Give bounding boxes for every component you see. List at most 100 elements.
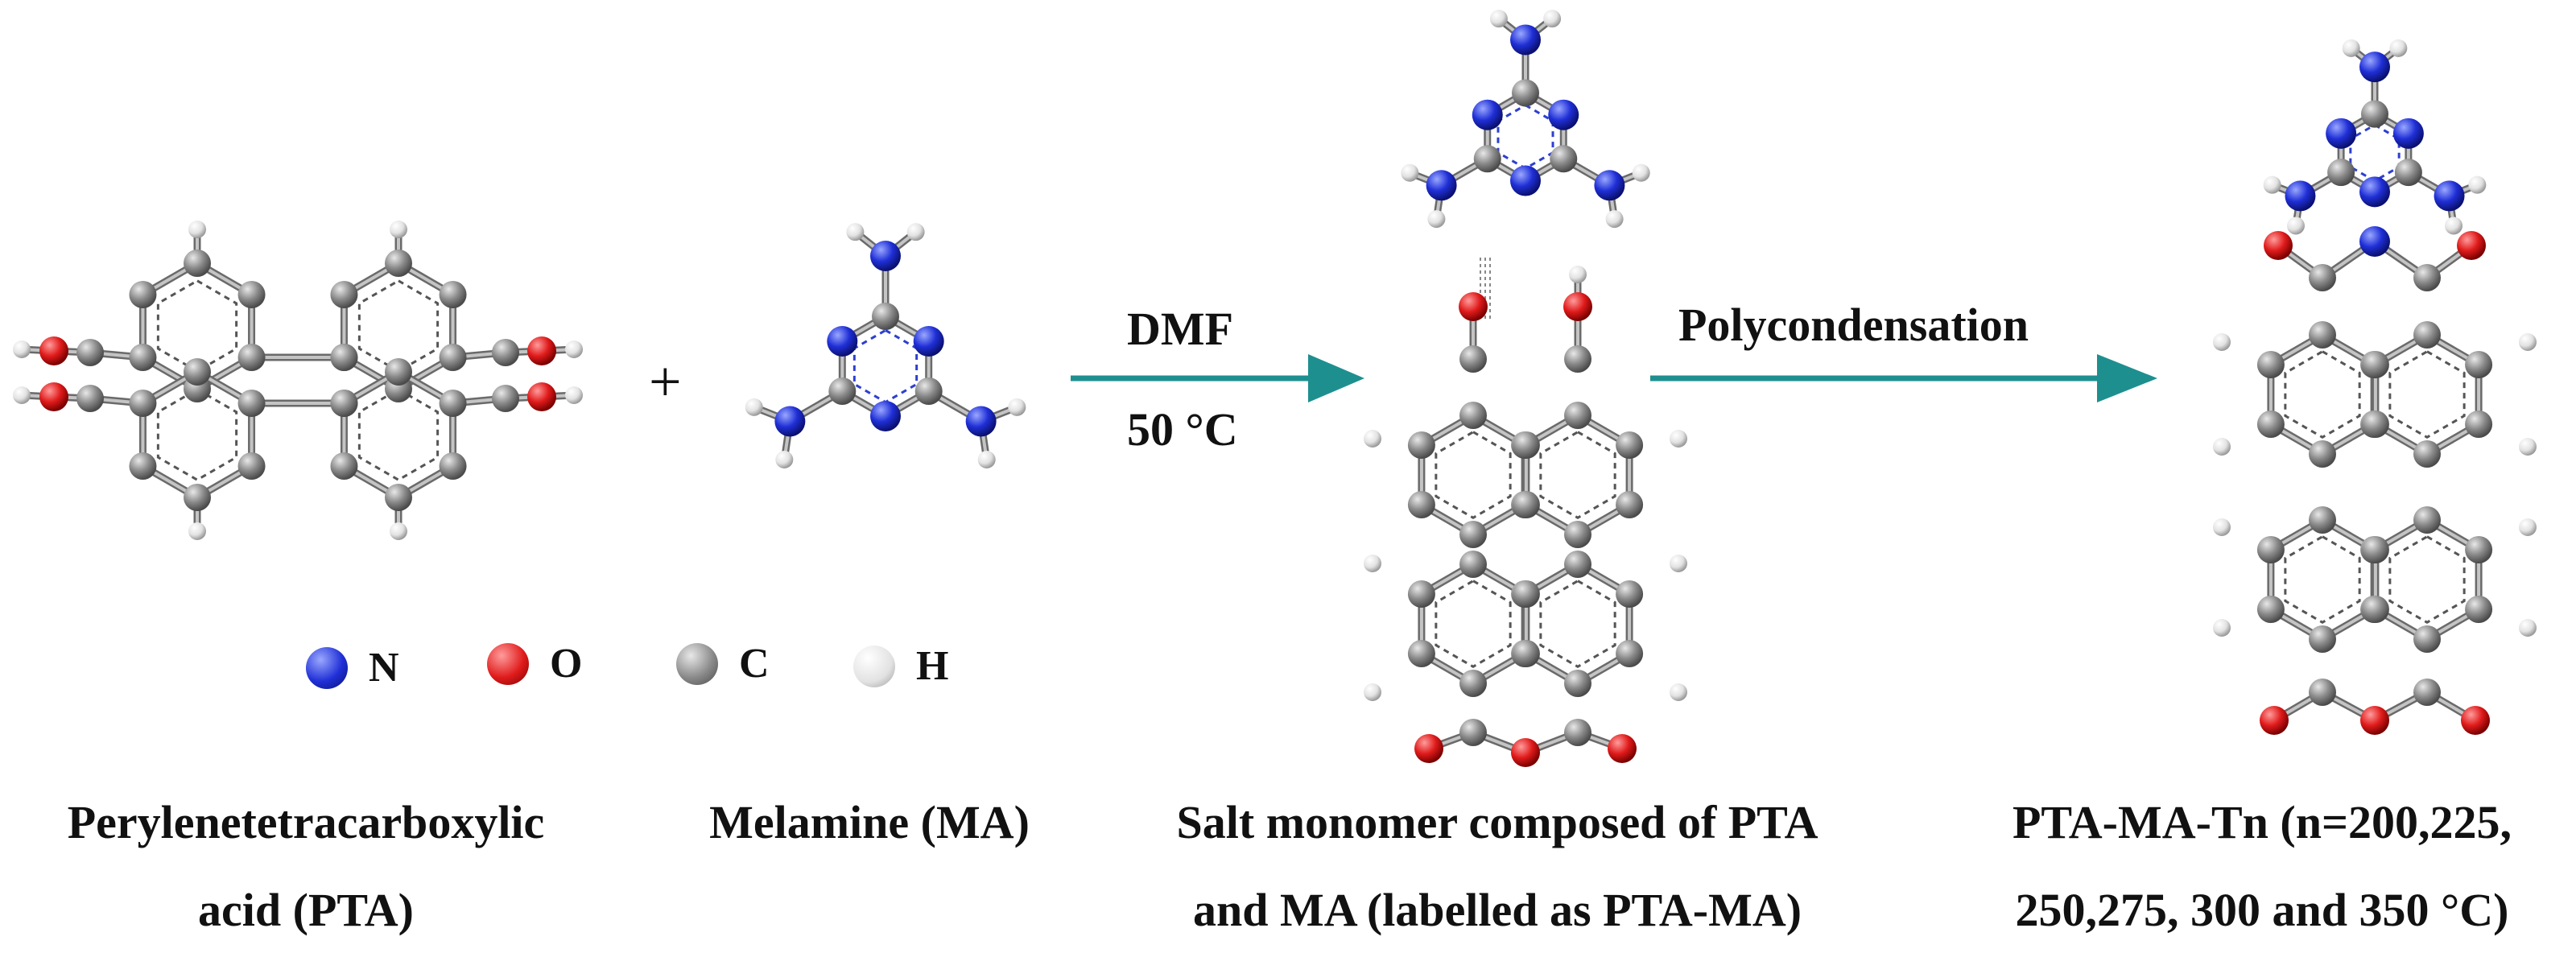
carbon-atom: [385, 484, 412, 511]
legend-label: C: [739, 641, 770, 687]
aromatic-ring: [156, 279, 238, 373]
carbon-atom: [439, 344, 467, 371]
carbon-atom: [439, 281, 467, 308]
hydrogen-atom: [2213, 438, 2231, 456]
oxygen-atom: [527, 336, 556, 365]
carbon-atom: [1616, 640, 1644, 667]
carbon-atom: [492, 385, 519, 412]
carbon-atom: [1459, 521, 1487, 548]
oxygen-atom: [39, 382, 68, 411]
arrow-2-condition-process: Polycondensation: [1678, 299, 2029, 351]
hydrogen-atom: [1543, 10, 1562, 28]
carbon-atom: [1564, 551, 1591, 578]
nitrogen-atom: [827, 326, 858, 357]
carbon-atom: [2256, 536, 2285, 563]
carbon-atom: [1473, 145, 1501, 173]
nitrogen-atom: [1426, 170, 1457, 201]
oxygen-atom: [527, 382, 556, 411]
carbon-atom: [2361, 536, 2389, 563]
carbon-atom: [2309, 264, 2336, 291]
carbon-atom: [129, 344, 157, 371]
oxygen-atom: [2360, 706, 2389, 735]
aromatic-ring: [1496, 103, 1554, 171]
carbon-atom: [1512, 580, 1540, 608]
carbon-atom: [184, 250, 211, 277]
nitrogen-atom: [913, 326, 944, 357]
aromatic-ring: [2284, 534, 2361, 625]
carbon-atom: [2361, 100, 2388, 128]
hydrogen-atom: [2519, 438, 2537, 456]
hydrogen-atom: [2213, 619, 2231, 637]
carbon-atom: [2309, 321, 2336, 349]
carbon-atom: [2256, 410, 2285, 438]
carbon-atom: [2413, 506, 2441, 534]
hydrogen-atom: [1008, 398, 1026, 416]
carbon-atom: [1459, 670, 1487, 697]
hydrogen-atom: [1670, 555, 1687, 572]
hydrogen-atom: [1632, 163, 1650, 182]
oxygen-atom: [1414, 734, 1443, 763]
carbon-atom: [385, 250, 412, 277]
carbon-atom: [237, 344, 266, 371]
hydrogen-atom: [2519, 333, 2537, 351]
carbon-atom: [1616, 491, 1644, 518]
carbon-atom: [2361, 410, 2389, 438]
carbon-atom: [1564, 521, 1591, 548]
carbon-atom: [1407, 640, 1435, 667]
carbon-atom: [1407, 431, 1435, 459]
carbon-atom: [385, 358, 412, 386]
carbon-atom: [914, 377, 943, 405]
molecule-salt-pta: [1364, 258, 1687, 767]
hydrogen-atom: [565, 340, 583, 358]
carbon-atom: [129, 452, 157, 480]
nitrogen-atom: [774, 406, 806, 437]
carbon-atom: [330, 452, 358, 480]
aromatic-ring: [156, 388, 238, 481]
legend-nitrogen: N: [306, 644, 399, 691]
hydrogen-atom: [1427, 210, 1446, 229]
hydrogen-atom: [977, 450, 996, 468]
aromatic-ring: [2284, 349, 2361, 439]
nitrogen-atom: [870, 401, 901, 431]
hydrogen-atom: [2468, 175, 2487, 194]
molecule-layer: [13, 10, 2537, 767]
carbon-atom: [76, 339, 104, 366]
hydrogen-atom: [906, 223, 925, 241]
nitrogen-atom: [2359, 176, 2390, 208]
hydrogen-atom: [13, 340, 31, 358]
carbon-atom: [2327, 159, 2355, 187]
carbon-atom: [330, 390, 358, 417]
carbon-atom: [1512, 431, 1540, 459]
hydrogen-atom: [846, 223, 865, 241]
molecule-pta: [13, 221, 583, 540]
carbon-atom: [1459, 719, 1487, 746]
hydrogen-atom: [188, 522, 206, 540]
carbon-atom: [2465, 596, 2493, 623]
arrow-1-condition-solvent: DMF: [1127, 303, 1234, 355]
carbon-atom: [1564, 719, 1591, 746]
nitrogen-atom: [1510, 24, 1541, 56]
carbon-atom: [1407, 491, 1435, 518]
carbon-atom: [2465, 410, 2493, 438]
hydrogen-atom: [2263, 175, 2281, 194]
carbon-atom: [237, 281, 266, 308]
hydrogen-atom: [1489, 10, 1508, 28]
legend-carbon: C: [676, 640, 770, 687]
nitrogen-atom: [1472, 99, 1503, 130]
carbon-atom: [237, 452, 266, 480]
nitrogen-atom: [870, 241, 901, 271]
aromatic-ring: [1539, 430, 1616, 520]
aromatic-ring: [1539, 579, 1616, 669]
oxygen-atom: [1459, 292, 1488, 321]
nitrogen-atom-icon: [306, 646, 348, 689]
oxygen-atom: [2264, 231, 2293, 260]
carbon-atom: [1564, 670, 1591, 697]
hydrogen-atom: [565, 386, 583, 404]
aromatic-ring: [1435, 430, 1512, 520]
legend-label: N: [369, 645, 399, 691]
aromatic-ring: [2388, 534, 2466, 625]
hydrogen-atom: [1364, 683, 1381, 701]
nitrogen-atom: [965, 406, 997, 437]
plus-sign: +: [649, 349, 682, 414]
